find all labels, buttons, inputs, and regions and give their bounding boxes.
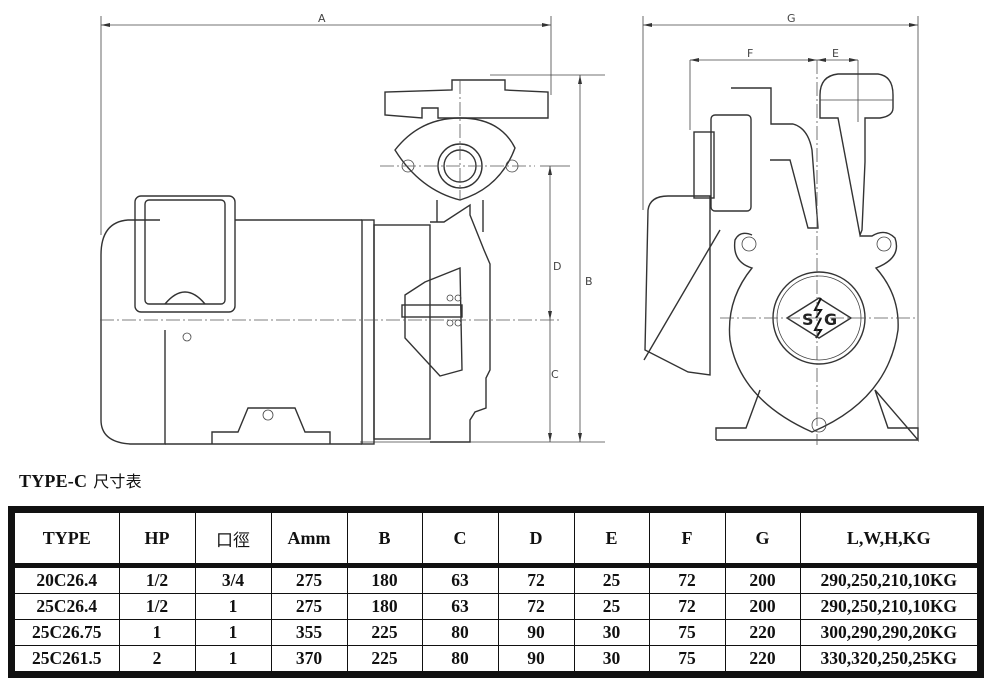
header-type: TYPE	[15, 513, 120, 566]
dim-label-e: E	[832, 47, 839, 60]
cell-lwhkg: 290,250,210,10KG	[799, 565, 977, 594]
header-e: E	[573, 513, 650, 566]
cell-diameter: 3/4	[194, 565, 272, 594]
dim-label-f: F	[747, 47, 753, 60]
cell-type: 20C26.4	[15, 565, 120, 594]
header-d: D	[497, 513, 575, 566]
cell-b: 225	[346, 619, 423, 646]
dimension-table: TYPE HP 口徑 Amm B C D E F G L,W,H,KG 20C2…	[8, 506, 984, 678]
cell-d: 90	[497, 645, 575, 671]
cell-amm: 275	[270, 593, 348, 620]
cell-e: 30	[573, 645, 650, 671]
cell-diameter: 1	[194, 619, 272, 646]
header-g: G	[724, 513, 801, 566]
cell-f: 75	[648, 645, 726, 671]
header-diameter: 口徑	[194, 513, 272, 566]
table-title-cn: 尺寸表	[93, 472, 142, 491]
cell-diameter: 1	[194, 593, 272, 620]
cell-amm: 370	[270, 645, 348, 671]
logo-letter-g: G	[824, 310, 837, 329]
cell-hp: 1/2	[118, 593, 196, 620]
side-view: A B D C	[100, 12, 605, 445]
cell-f: 72	[648, 593, 726, 620]
cell-c: 63	[421, 593, 499, 620]
table-title: TYPE-C 尺寸表	[19, 468, 142, 492]
cell-b: 180	[346, 565, 423, 594]
cell-amm: 355	[270, 619, 348, 646]
dim-label-b: B	[585, 275, 593, 288]
cell-c: 80	[421, 619, 499, 646]
cell-type: 25C261.5	[15, 645, 120, 671]
header-f: F	[648, 513, 726, 566]
dim-label-g: G	[787, 12, 796, 25]
cell-b: 180	[346, 593, 423, 620]
cell-hp: 1	[118, 619, 196, 646]
cell-type: 25C26.75	[15, 619, 120, 646]
pump-dimension-drawing: A B D C	[100, 12, 919, 445]
cell-hp: 1/2	[118, 565, 196, 594]
table-header-row: TYPE HP 口徑 Amm B C D E F G L,W,H,KG	[15, 513, 977, 566]
header-lwhkg: L,W,H,KG	[799, 513, 977, 566]
dim-label-d: D	[553, 260, 561, 273]
header-amm: Amm	[270, 513, 348, 566]
cell-g: 220	[724, 619, 801, 646]
cell-f: 75	[648, 619, 726, 646]
cell-c: 80	[421, 645, 499, 671]
cell-g: 200	[724, 593, 801, 620]
cell-diameter: 1	[194, 645, 272, 671]
cell-g: 220	[724, 645, 801, 671]
header-hp: HP	[118, 513, 196, 566]
cell-c: 63	[421, 565, 499, 594]
cell-lwhkg: 290,250,210,10KG	[799, 593, 977, 620]
table-title-main: TYPE-C	[19, 471, 88, 491]
cell-g: 200	[724, 565, 801, 594]
dim-label-c: C	[551, 368, 559, 381]
cell-lwhkg: 300,290,290,20KG	[799, 619, 977, 646]
cell-b: 225	[346, 645, 423, 671]
cell-type: 25C26.4	[15, 593, 120, 620]
cell-f: 72	[648, 565, 726, 594]
cell-d: 72	[497, 593, 575, 620]
cell-d: 72	[497, 565, 575, 594]
cell-e: 25	[573, 593, 650, 620]
cell-lwhkg: 330,320,250,25KG	[799, 645, 977, 671]
cell-hp: 2	[118, 645, 196, 671]
cell-amm: 275	[270, 565, 348, 594]
cell-e: 30	[573, 619, 650, 646]
header-c: C	[421, 513, 499, 566]
logo-letter-s: S	[802, 310, 814, 329]
dim-label-a: A	[318, 12, 326, 25]
lightning-icon	[813, 297, 823, 319]
cell-e: 25	[573, 565, 650, 594]
header-b: B	[346, 513, 423, 566]
front-view: G F E S G	[642, 12, 919, 445]
cell-d: 90	[497, 619, 575, 646]
